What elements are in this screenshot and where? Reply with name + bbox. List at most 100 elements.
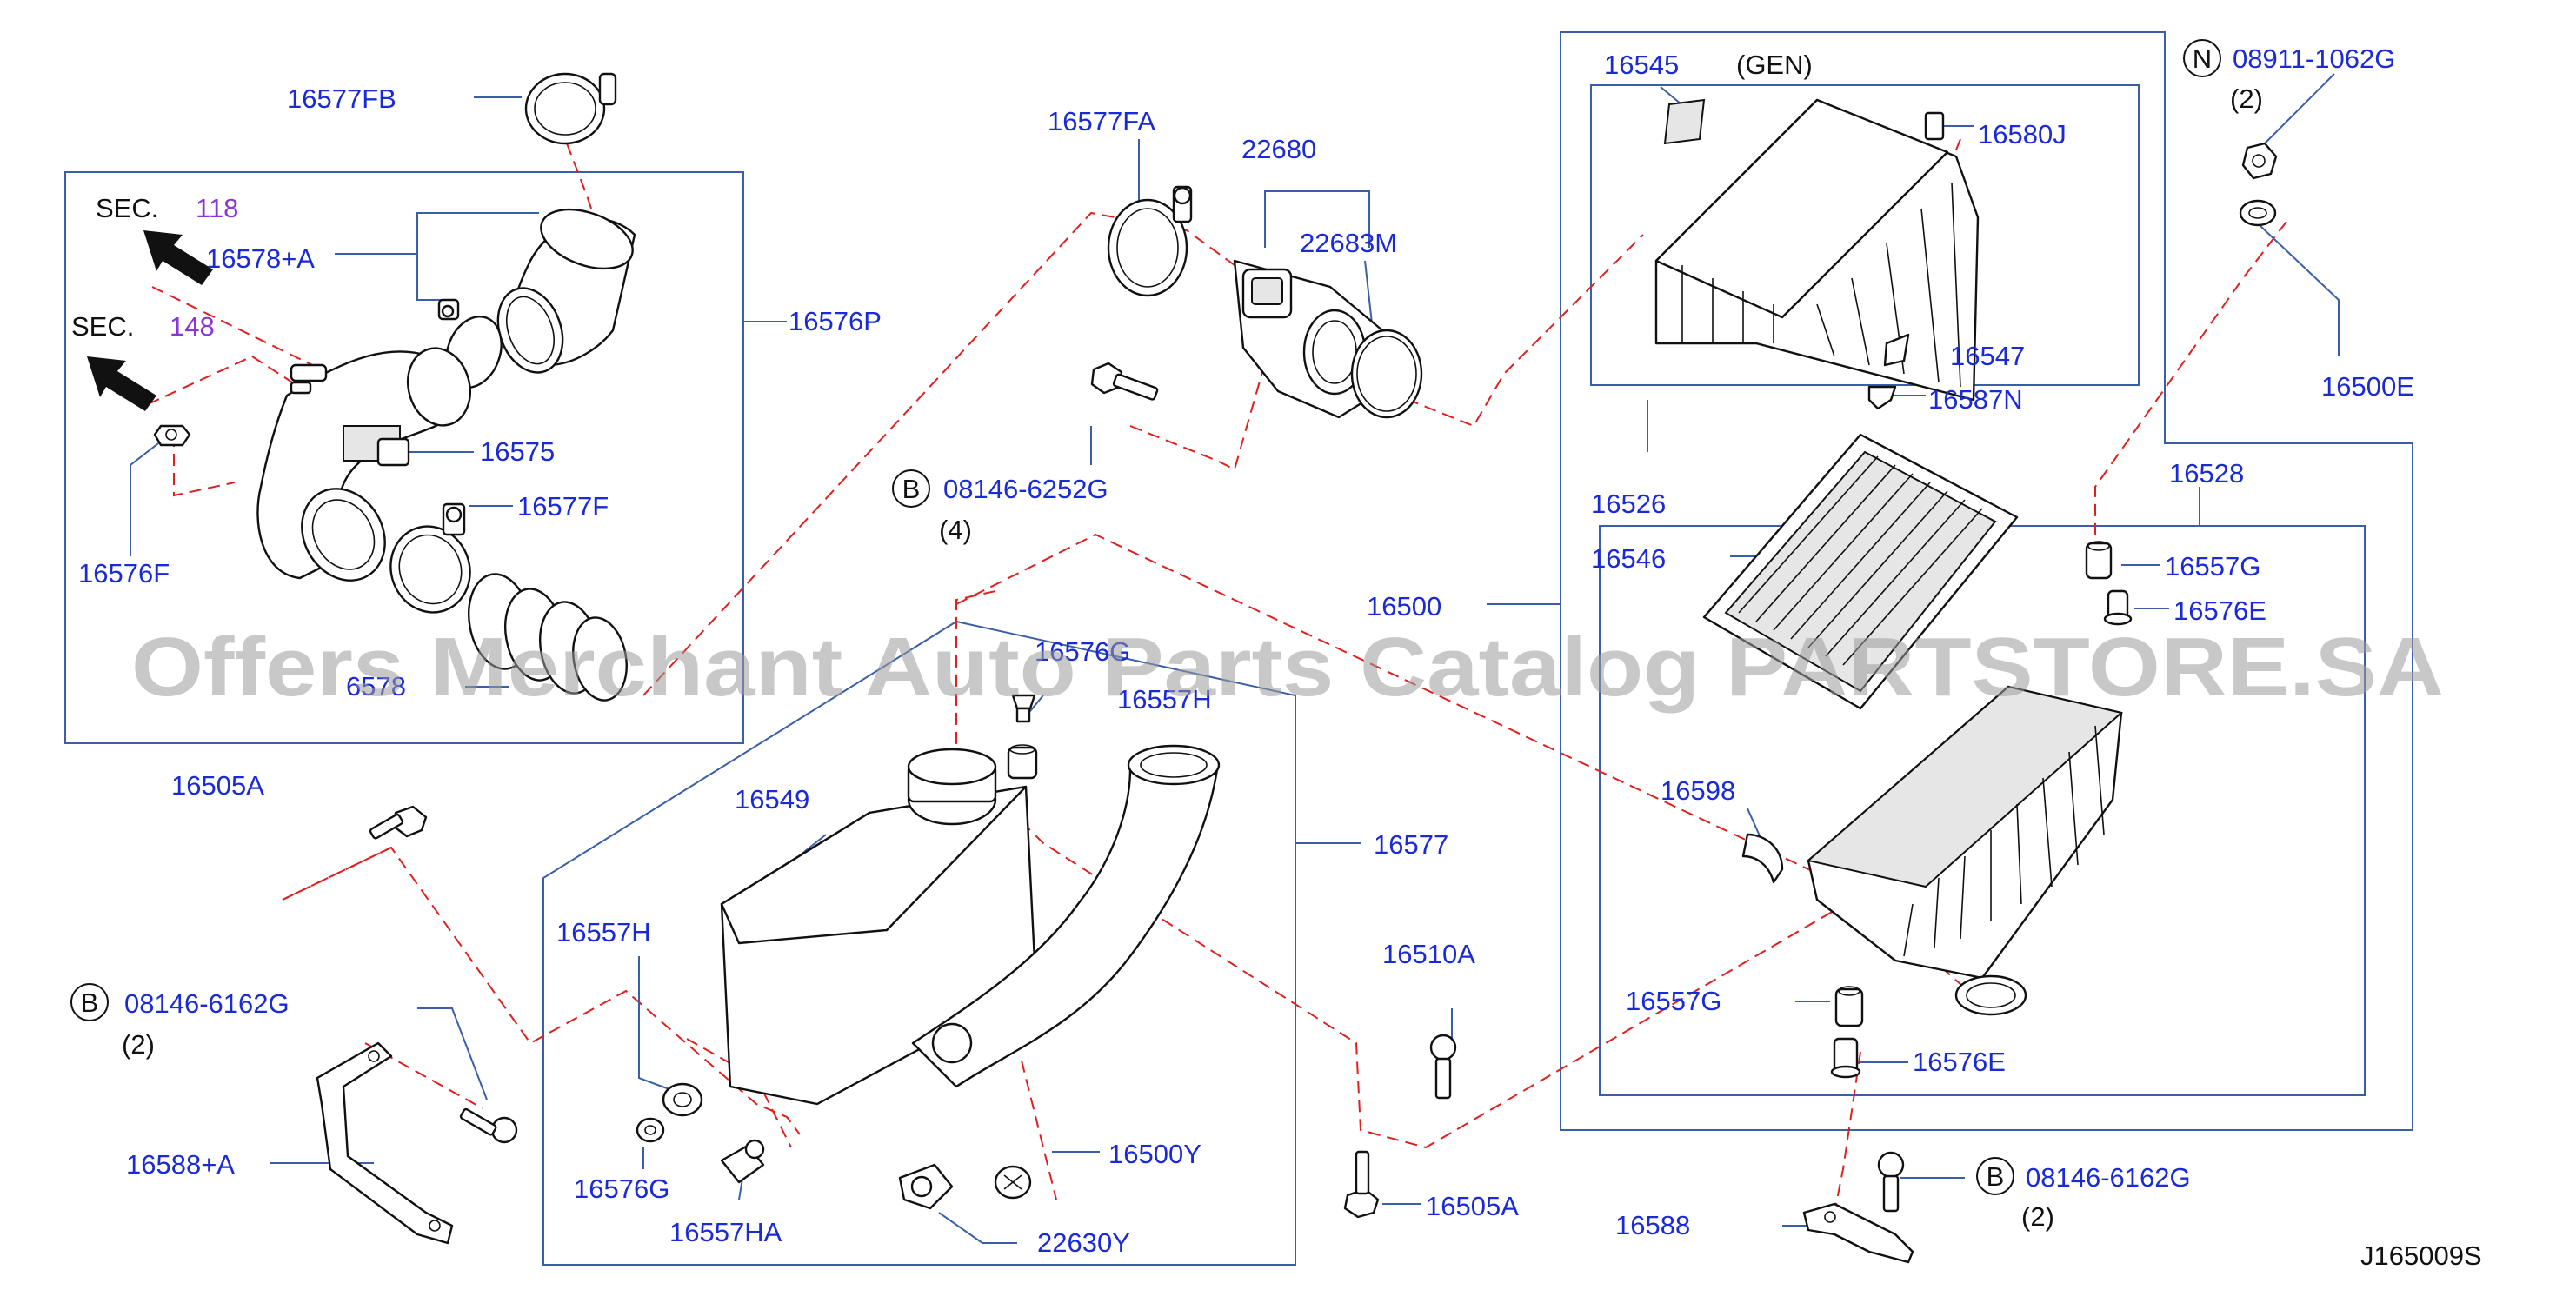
part-label-16578[interactable]: 6578 <box>346 671 406 702</box>
part-label-16557g-b[interactable]: 16557G <box>1626 986 1721 1016</box>
collar-16576e-b <box>1830 1037 1861 1079</box>
part-label-16557h-b[interactable]: 16557H <box>556 917 651 948</box>
part-label-16577[interactable]: 16577 <box>1374 829 1448 860</box>
part-label-16576p[interactable]: 16576P <box>789 306 882 336</box>
part-label-16546[interactable]: 16546 <box>1591 543 1666 574</box>
lead-16578a-1 <box>335 212 539 255</box>
sec-148-reference[interactable]: SEC. 148 <box>71 311 215 411</box>
part-label-08146-6162g-b[interactable]: 08146-6162G <box>2026 1162 2191 1193</box>
bolt-16510a <box>1429 1034 1457 1100</box>
duct-16578a <box>496 208 636 374</box>
part-label-16577f[interactable]: 16577F <box>517 491 609 522</box>
grommet-16557g-b <box>1834 986 1864 1027</box>
grommet-16557h-b <box>662 1082 703 1117</box>
group-section-refs[interactable]: SEC. 118 SEC. 148 <box>71 193 238 411</box>
clip-16575 <box>376 437 410 467</box>
clip-16580j <box>1924 111 1945 141</box>
sec-118-reference[interactable]: SEC. 118 <box>96 193 238 285</box>
clamp-16577f-lower <box>389 502 471 614</box>
frame-16526 <box>1590 84 2140 386</box>
dash-bolt-6252g <box>1129 347 1270 471</box>
cover-16526 <box>1654 98 1980 402</box>
lead-16576f <box>130 434 170 556</box>
part-label-08146-6252g[interactable]: 08146-6252G <box>943 474 1108 504</box>
group-markers: B N B B <box>70 39 2221 1195</box>
part-label-16598[interactable]: 16598 <box>1661 775 1735 806</box>
part-label-16577fa[interactable]: 16577FA <box>1048 106 1155 136</box>
sensor-22630y <box>898 1163 954 1210</box>
lead-6162g-a <box>417 1007 488 1100</box>
part-label-16577fb[interactable]: 16577FB <box>287 83 396 114</box>
lead-22680 <box>1264 190 1370 248</box>
part-label-16528[interactable]: 16528 <box>2169 458 2244 489</box>
resonator-16549 <box>720 748 1036 1106</box>
lead-16578a-2 <box>416 254 443 301</box>
part-label-16576g-a[interactable]: 16576G <box>1035 636 1130 667</box>
part-label-16500y[interactable]: 16500Y <box>1108 1139 1201 1169</box>
dash-16576f <box>173 435 236 497</box>
screw-16576g-a <box>1011 694 1036 723</box>
sec-148-number: 148 <box>170 311 215 342</box>
quantity-6162g-a: (2) <box>122 1029 155 1060</box>
clip-16587n <box>1867 385 1897 410</box>
grommet-16557h-a <box>1007 744 1038 780</box>
part-label-16575[interactable]: 16575 <box>480 436 555 467</box>
b-marker-6162g-b: B <box>1987 1161 2005 1192</box>
clip-16598 <box>1741 833 1784 884</box>
lead-08911 <box>2264 73 2335 144</box>
bracket-16588a <box>316 1041 454 1245</box>
part-label-16545[interactable]: 16545 <box>1604 50 1679 80</box>
b-marker-6252g: B <box>902 474 921 504</box>
part-label-16526[interactable]: 16526 <box>1591 489 1666 519</box>
part-label-16576g-b[interactable]: 16576G <box>574 1174 669 1204</box>
part-label-16510a[interactable]: 16510A <box>1382 939 1475 969</box>
bolt-6162g-b <box>1877 1151 1905 1213</box>
clamp-16577fa <box>1107 185 1193 297</box>
part-label-16549[interactable]: 16549 <box>735 784 809 815</box>
bolt-6252g <box>1090 362 1159 401</box>
mount-16557ha <box>720 1139 765 1184</box>
part-label-22630y[interactable]: 22630Y <box>1037 1227 1130 1258</box>
part-label-16557ha[interactable]: 16557HA <box>669 1217 782 1247</box>
b-marker-icon <box>892 469 930 508</box>
washer-16500e <box>2239 199 2277 227</box>
part-label-16547[interactable]: 16547 <box>1950 341 2025 371</box>
dash-inlet <box>642 211 1235 696</box>
gasket-22683m <box>1350 329 1423 419</box>
frame-16576p <box>64 171 744 744</box>
quantity-08911: (2) <box>2230 83 2263 114</box>
part-label-16576f[interactable]: 16576F <box>78 558 170 588</box>
group-part-labels[interactable]: 16577FB 16578+A 16576P 16575 16577F 1657… <box>78 43 2414 1258</box>
part-label-22683m[interactable]: 22683M <box>1300 228 1397 258</box>
part-label-22680[interactable]: 22680 <box>1241 134 1316 164</box>
part-label-08911-1062g[interactable]: 08911-1062G <box>2233 43 2395 74</box>
seal-16547 <box>1883 333 1910 367</box>
part-label-16505a-a[interactable]: 16505A <box>171 770 264 801</box>
part-label-16587n[interactable]: 16587N <box>1928 384 2023 415</box>
frame-16500 <box>1560 31 2413 1131</box>
part-label-16580j[interactable]: 16580J <box>1978 119 2067 150</box>
part-label-16576e-a[interactable]: 16576E <box>2173 595 2266 626</box>
dash-sec118 <box>151 286 340 379</box>
part-label-16588a[interactable]: 16588+A <box>126 1149 235 1180</box>
part-label-16500[interactable]: 16500 <box>1367 591 1441 622</box>
sec-118-number: 118 <box>196 193 238 223</box>
b-marker-icon <box>70 983 109 1021</box>
sec-118-prefix: SEC. <box>96 193 158 223</box>
part-label-16557g-a[interactable]: 16557G <box>2165 551 2260 582</box>
collar-16576e-a <box>2103 589 2133 626</box>
part-label-16578a[interactable]: 16578+A <box>206 243 315 274</box>
n-marker-08911: N <box>2193 43 2212 74</box>
part-label-16505a-b[interactable]: 16505A <box>1426 1191 1519 1221</box>
quantity-6162g-b: (2) <box>2021 1201 2054 1232</box>
lead-16557h-b <box>638 956 675 1092</box>
sensor-22680 <box>1233 259 1384 419</box>
dash-bracket <box>282 846 801 1135</box>
part-label-08146-6162g-a[interactable]: 08146-6162G <box>124 988 290 1019</box>
part-label-16500e[interactable]: 16500E <box>2321 371 2414 402</box>
lead-22630y <box>938 1212 1017 1244</box>
part-label-16588[interactable]: 16588 <box>1615 1210 1690 1240</box>
duct-16577 <box>911 744 1221 1088</box>
part-label-16557h-a[interactable]: 16557H <box>1117 684 1212 715</box>
part-label-16576e-b[interactable]: 16576E <box>1913 1047 2006 1077</box>
